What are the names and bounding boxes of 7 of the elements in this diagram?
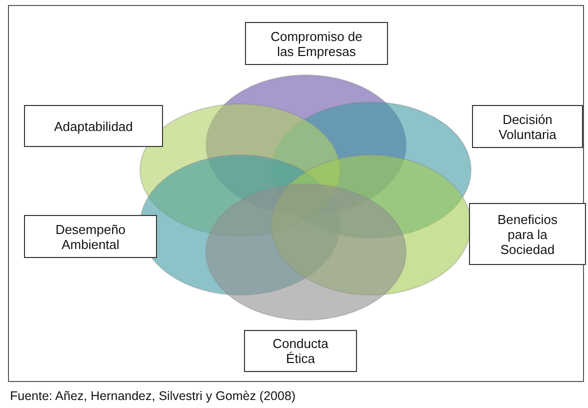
label-box: Conducta Ética [244,330,357,372]
source-caption: Fuente: Añez, Hernandez, Silvestri y Gomèz (2008) [10,389,296,403]
label-box: Compromiso de las Empresas [245,22,388,65]
label-box: Desempeño Ambiental [24,215,157,258]
label-box: Decisión Voluntaria [472,105,583,148]
label-box: Beneficios para la Sociedad [469,203,586,265]
label-box: Adaptabilidad [24,105,163,147]
